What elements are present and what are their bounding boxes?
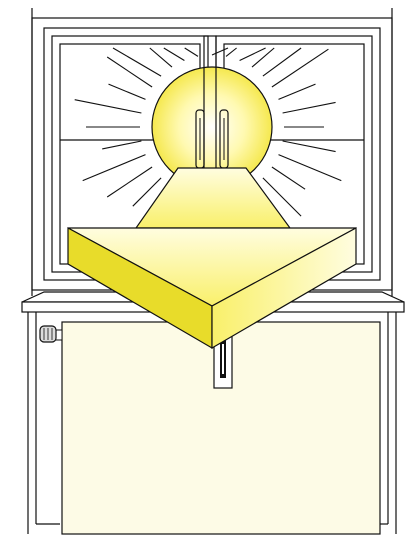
sun-ray bbox=[272, 167, 305, 189]
sun-ray bbox=[102, 141, 141, 149]
sun-ray bbox=[283, 141, 336, 152]
sun-ray bbox=[107, 57, 152, 87]
sun-ray bbox=[279, 155, 342, 181]
sun-ray bbox=[226, 48, 237, 56]
sun-ray bbox=[212, 48, 228, 55]
thermometer-tube-highlight bbox=[222, 344, 224, 374]
sun-ray bbox=[279, 84, 316, 99]
sun-ray bbox=[283, 102, 336, 113]
arrow-shaft-top bbox=[136, 168, 290, 228]
sun-ray bbox=[185, 48, 198, 56]
sun-ray bbox=[109, 84, 146, 99]
sun-ray bbox=[164, 48, 185, 61]
sun-ray bbox=[83, 155, 146, 181]
sun-ray bbox=[107, 167, 152, 197]
thermostatic-valve-icon bbox=[40, 326, 56, 342]
sun-ray bbox=[252, 48, 274, 67]
down-arrow-icon bbox=[68, 168, 356, 348]
sun-ray bbox=[75, 100, 142, 113]
sun-ray bbox=[272, 49, 329, 87]
